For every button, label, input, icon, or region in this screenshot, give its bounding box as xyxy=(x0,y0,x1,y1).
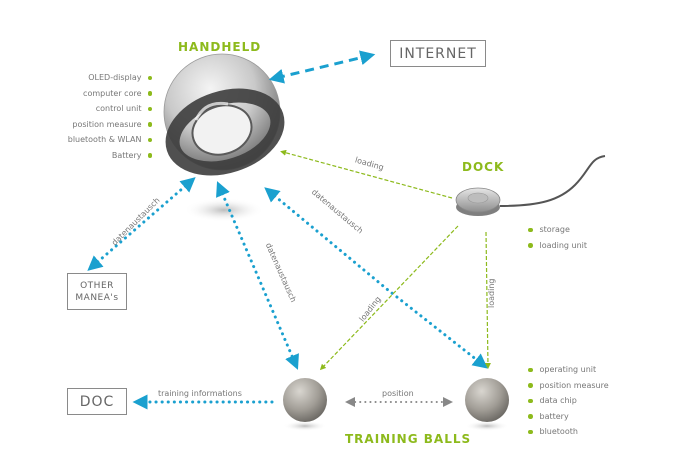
other-maneas-box: OTHER MANEA's xyxy=(67,273,127,310)
training-balls-title: TRAINING BALLS xyxy=(345,432,472,446)
dock-feature-label: loading unit xyxy=(539,240,588,250)
loading-dock-handheld xyxy=(280,149,453,199)
handheld-device-icon xyxy=(163,53,285,176)
handheld-feature-label: computer core xyxy=(83,88,142,98)
bullet-dot-icon xyxy=(528,243,533,248)
label-loading-top: loading xyxy=(354,155,385,172)
ball-feature-label: operating unit xyxy=(539,365,597,374)
bullet-dot-icon xyxy=(147,137,152,142)
bullet-dot-icon xyxy=(147,91,152,96)
handheld-feature-item: Battery xyxy=(40,148,152,164)
label-datenaustausch-left: datenaustausch xyxy=(264,242,298,304)
bullet-dot-icon xyxy=(528,414,533,419)
ball-feature-label: bluetooth xyxy=(539,427,578,436)
handheld-feature-item: bluetooth & WLAN xyxy=(40,132,152,148)
handheld-feature-item: OLED-display xyxy=(40,70,152,86)
handheld-title: HANDHELD xyxy=(178,40,262,54)
training-ball-right-icon xyxy=(465,378,509,422)
dock-feature-list: storage loading unit xyxy=(528,222,628,253)
dock-cable xyxy=(499,155,606,207)
dock-feature-item: loading unit xyxy=(528,238,628,254)
loading-dock-ball-left xyxy=(319,225,459,371)
ball-feature-label: position measure xyxy=(539,380,609,390)
dock-feature-item: storage xyxy=(528,222,628,238)
handheld-feature-label: position measure xyxy=(72,119,142,129)
bullet-dot-icon xyxy=(147,75,152,80)
internet-box: INTERNET xyxy=(390,40,486,67)
label-datenaustausch-other: datenaustausch xyxy=(110,196,162,248)
bullet-dot-icon xyxy=(147,122,152,127)
connection-handheld-other xyxy=(87,177,196,271)
ball-feature-list: operating unit position measure data chip b… xyxy=(528,362,638,440)
training-ball-left-icon xyxy=(283,378,327,422)
dock-icon xyxy=(455,187,501,216)
label-position: position xyxy=(382,389,414,398)
handheld-feature-label: OLED-display xyxy=(88,73,142,82)
handheld-feature-label: control unit xyxy=(95,104,142,113)
label-loading-right: loading xyxy=(487,279,496,308)
bullet-dot-icon xyxy=(528,398,533,403)
connection-handheld-ball-right xyxy=(264,187,488,369)
ball-feature-label: data chip xyxy=(539,396,577,405)
handheld-feature-item: computer core xyxy=(40,86,152,102)
connection-handheld-internet xyxy=(268,50,376,84)
bullet-dot-icon xyxy=(528,383,533,388)
other-maneas-label: OTHER MANEA's xyxy=(75,280,119,303)
bullet-dot-icon xyxy=(528,227,533,232)
doc-box: DOC xyxy=(67,388,127,415)
handheld-feature-label: bluetooth & WLAN xyxy=(67,135,142,144)
ball-feature-item: bluetooth xyxy=(528,424,638,440)
ball-right-shadow xyxy=(465,421,509,431)
bullet-dot-icon xyxy=(528,429,533,434)
bullet-dot-icon xyxy=(528,367,533,372)
bullet-dot-icon xyxy=(147,153,152,158)
ball-feature-item: battery xyxy=(528,409,638,425)
handheld-feature-label: Battery xyxy=(111,150,142,160)
handheld-shadow xyxy=(184,198,264,222)
ball-feature-item: position measure xyxy=(528,378,638,394)
dock-feature-label: storage xyxy=(539,225,570,234)
handheld-feature-item: control unit xyxy=(40,101,152,117)
handheld-feature-list: OLED-display computer core control unit pos… xyxy=(40,70,152,163)
handheld-feature-item: position measure xyxy=(40,117,152,133)
bullet-dot-icon xyxy=(147,106,152,111)
loading-dock-ball-right xyxy=(484,231,491,369)
dock-title: DOCK xyxy=(462,160,505,174)
label-datenaustausch-right: datenaustausch xyxy=(310,187,365,235)
ball-feature-item: operating unit xyxy=(528,362,638,378)
ball-left-shadow xyxy=(283,421,327,431)
ball-feature-item: data chip xyxy=(528,393,638,409)
label-training-informations: training informations xyxy=(158,389,242,398)
ball-feature-label: battery xyxy=(539,411,569,421)
